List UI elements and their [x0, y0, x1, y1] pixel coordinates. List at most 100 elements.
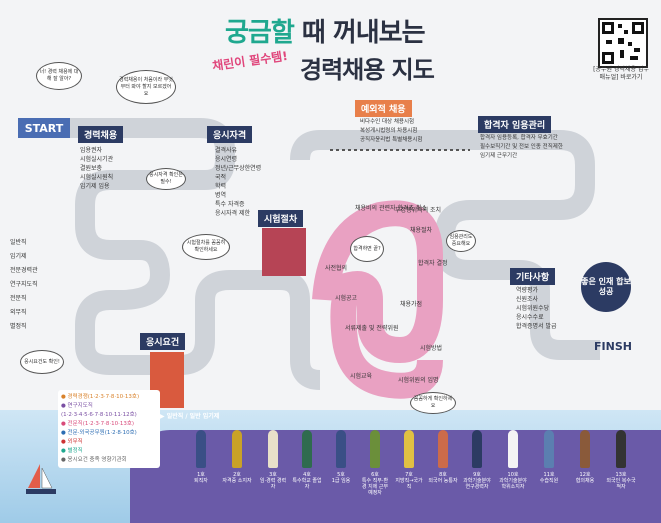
- pass-item: 필수보직기간 및 전보 인종 전직제한: [480, 144, 563, 150]
- section-other-list: 역량평가 신원조사 시험위원수당 응시수수료 합격증명서 발급: [516, 286, 557, 331]
- legend-item: ● 경력경쟁(1·2·3·7·8·10·13호): [61, 394, 140, 400]
- road-step-10: 시험위원의 임명: [398, 376, 439, 384]
- person-figure: [336, 430, 346, 468]
- legend-item: ● 전문직(1·2·3·7·8·10·13호): [61, 421, 135, 427]
- legend-item: ● 연구지도직(1·2·3·4·5·6·7·8·10·11·12호): [61, 403, 137, 418]
- speech-bubble: 응시요건도 확인!: [20, 350, 64, 374]
- title-line1: 궁금할 때 꺼내보는: [225, 12, 425, 49]
- recruit-item: 결원보충: [80, 165, 103, 172]
- person-figure: [544, 430, 554, 468]
- speech-bubble: 응시자격 확인은 필수!: [146, 168, 186, 190]
- start-sign: START: [18, 118, 70, 138]
- other-item: 응시수수료: [516, 314, 544, 321]
- slogan-badge: 좋은 인재 합보 성공: [581, 262, 631, 312]
- section-exception-list: 비다수인 대상 채용시험 복성게시법령의 차용시험 공직자윤리법 특별채용시험: [360, 118, 422, 145]
- person-figure: [196, 430, 206, 468]
- side-job-item: 외무직: [10, 309, 27, 316]
- title-part2: 때: [301, 18, 326, 48]
- road-step-2: 채용절차: [410, 226, 433, 234]
- speech-bubble: 너! 경력 채용에 대해 잘 알아?: [36, 62, 82, 90]
- qualify-item: 국적: [215, 174, 227, 181]
- side-job-item: 임기제: [10, 253, 27, 260]
- qualify-item: 특수 자격증: [215, 201, 245, 208]
- pass-item: 합격자 임용등록, 합격자 무효기간: [480, 135, 558, 141]
- pink-road-path: [312, 200, 443, 399]
- qualify-item: 학력: [215, 183, 227, 190]
- other-item: 역량평가: [516, 287, 539, 294]
- person-figure: [508, 430, 518, 468]
- pass-item: 임기제 근무기간: [480, 153, 518, 159]
- qualify-item: 결격사유: [215, 147, 238, 154]
- finish-sign: FINSH: [594, 340, 632, 353]
- side-job-item: 전문직: [10, 295, 27, 302]
- section-exception-label: 예외적 채용: [355, 100, 412, 117]
- recruit-item: 시험실시기관: [80, 156, 114, 163]
- person-figure: [438, 430, 448, 468]
- main-title: 경력채용 지도: [300, 56, 435, 84]
- side-job-item: 일반직: [10, 239, 27, 246]
- section-exam-label: 시험절차: [258, 210, 304, 227]
- grey-road-path-2: [150, 270, 321, 390]
- section-pass-list: 합격자 임용등록, 합격자 무효기간 필수보직기간 및 전보 인종 전직제한 임…: [480, 134, 563, 161]
- recruit-item: 시험실시원칙: [80, 174, 114, 181]
- other-item: 합격증명서 발급: [516, 323, 557, 330]
- section-qualify-label: 응시자격: [207, 126, 253, 143]
- side-job-item: 전문경력관: [10, 267, 38, 274]
- speech-bubble: 경력채용이 처음이라 무엇부터 봐야 할지 모르겠어요: [116, 70, 176, 104]
- speech-bubble: 시험절차를 꼼꼼히 확인하세요: [182, 234, 230, 260]
- road-step-3: 합격자 결정: [418, 259, 448, 267]
- legend-item: ● 전문·외국공무원(1·2·8·10호): [61, 430, 137, 436]
- title-part1: 궁금할: [225, 18, 295, 48]
- legend-item: ● 응시요건 충족 영향기관회: [61, 457, 127, 463]
- road-step-4: 사전협의: [325, 264, 347, 272]
- road-step-6: 채용가점: [400, 300, 422, 308]
- speech-bubble: 임용관리도 중요해요: [446, 230, 476, 252]
- legend-item: ● 별정직: [61, 448, 83, 454]
- person-figure: [472, 430, 482, 468]
- other-item: 신원조사: [516, 296, 539, 303]
- recruit-item: 임기제 임용: [80, 183, 110, 190]
- qualify-item: 응시자격 제한: [215, 210, 251, 217]
- exam-building: [262, 228, 306, 276]
- speech-bubble: 합격하면 끝?: [350, 236, 384, 262]
- road-step-9: 시험교육: [350, 372, 373, 380]
- road-step-5: 시험공고: [335, 294, 358, 302]
- legend-item: ● 외무직: [61, 439, 83, 445]
- legend-box: ● 경력경쟁(1·2·3·7·8·10·13호) ● 연구지도직(1·2·3·4…: [58, 390, 160, 468]
- road-step-7: 서류제출 및 전략위원: [345, 324, 399, 332]
- person-figure: [404, 430, 414, 468]
- person-figure: [616, 430, 626, 468]
- grey-road-path-3: [290, 130, 600, 360]
- speech-bubble: 꼼꼼하게 확인하세요: [410, 392, 456, 414]
- qualify-item: 정년/근무상한연령: [215, 165, 262, 172]
- person-figure: [302, 430, 312, 468]
- title-part3: 꺼내보는: [332, 18, 426, 48]
- qualify-item: 응시연령: [215, 156, 238, 163]
- qr-code[interactable]: [598, 18, 648, 68]
- exception-item: 공직자윤리법 특별채용시험: [360, 137, 423, 143]
- person-figure: [580, 430, 590, 468]
- other-item: 시험위원수당: [516, 305, 550, 312]
- road-step-1: 부정행위자의 조치: [395, 206, 441, 214]
- grey-road-path: [70, 118, 235, 375]
- exception-item: 비다수인 대상 채용시험: [360, 119, 415, 125]
- recruit-item: 임용권자: [80, 147, 103, 154]
- section-requirements-label: 응시요건: [140, 333, 186, 350]
- legend-note: ▶ 일반직 / 일반 임기제: [160, 413, 220, 420]
- section-recruit-label: 경력채용: [78, 126, 124, 143]
- road-step-8: 시험방법: [420, 344, 442, 352]
- exception-item: 복성게시법령의 차용시험: [360, 128, 418, 134]
- section-other-label: 기타사항: [510, 268, 556, 285]
- section-pass-label: 합격자 임용관리: [478, 116, 552, 133]
